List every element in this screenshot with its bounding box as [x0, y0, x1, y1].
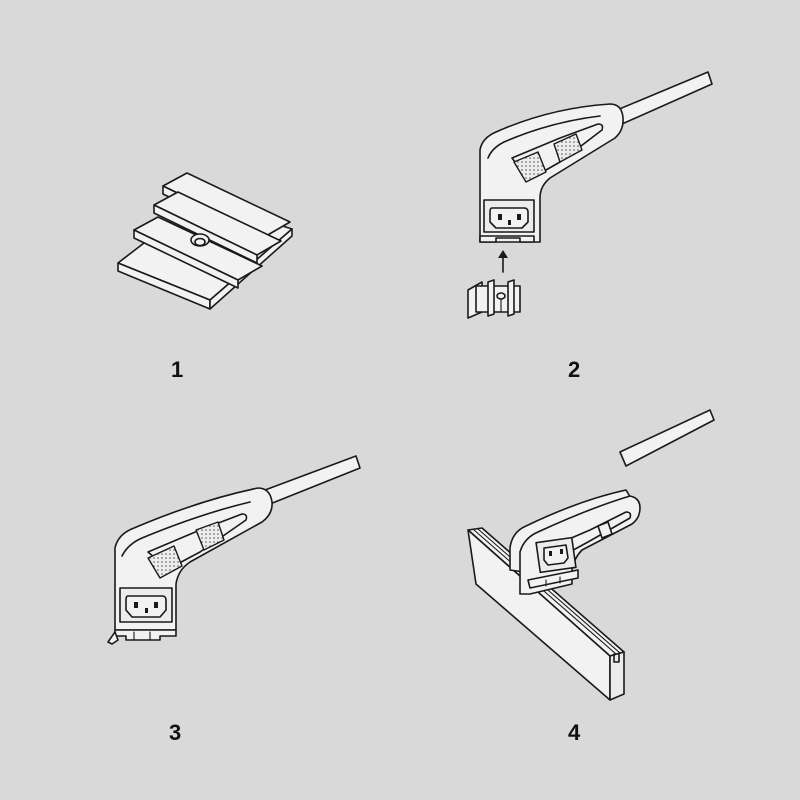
- step-1-panel: 1: [0, 0, 400, 400]
- handle-and-clip-illustration: [467, 71, 713, 319]
- step-number-1: 1: [171, 357, 184, 382]
- step-4-panel: 4: [400, 400, 800, 800]
- handle-with-clip-illustration: [107, 455, 361, 645]
- step-3-panel: 3: [0, 400, 400, 800]
- handle-on-rail-illustration: [467, 409, 715, 701]
- step-number-4: 4: [568, 720, 581, 745]
- step-number-2: 2: [568, 357, 581, 382]
- step-2-panel: 2: [400, 0, 800, 400]
- step-number-3: 3: [169, 720, 182, 745]
- mounting-clip-illustration: [117, 172, 293, 310]
